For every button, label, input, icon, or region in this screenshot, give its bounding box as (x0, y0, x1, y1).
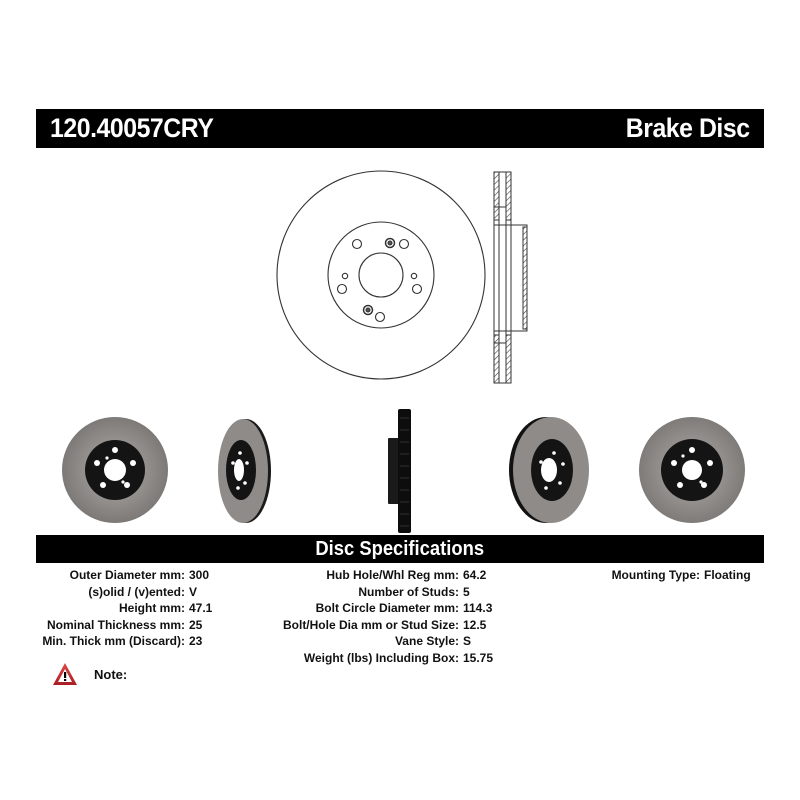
brake-disc-photo-front-icon (62, 417, 168, 523)
spec-label: Weight (lbs) Including Box: (303, 650, 459, 665)
spec-value: S (463, 634, 472, 649)
spec-row-vane-style: Vane Style: S (270, 633, 493, 650)
part-number: 120.40057CRY (50, 113, 214, 143)
spec-value: 25 (189, 617, 203, 632)
brake-disc-photo-side-icon (388, 409, 411, 533)
spec-label: Mounting Type: (611, 568, 700, 583)
spec-value: Floating (704, 568, 751, 583)
spec-row-min-thickness: Min. Thick mm (Discard): 23 (30, 633, 212, 650)
spec-row-bolt-circle: Bolt Circle Diameter mm: 114.3 (270, 600, 493, 617)
spec-value: 64.2 (463, 568, 487, 583)
spec-row-bolt-hole-dia: Bolt/Hole Dia mm or Stud Size: 12.5 (270, 617, 493, 634)
note-section: Note: (52, 662, 127, 686)
brake-disc-photo-angled-left-icon (218, 419, 271, 523)
spec-row-weight: Weight (lbs) Including Box: 15.75 (270, 650, 493, 667)
spec-column-3: Mounting Type: Floating (530, 567, 751, 584)
spec-value: 12.5 (463, 617, 487, 632)
spec-value: 15.75 (463, 650, 494, 665)
warning-icon (53, 663, 77, 685)
spec-column-2: Hub Hole/Whl Reg mm: 64.2 Number of Stud… (270, 567, 493, 666)
spec-value: 5 (463, 584, 470, 599)
spec-value: V (189, 584, 198, 599)
spec-row-height: Height mm: 47.1 (30, 600, 212, 617)
spec-row-mounting-type: Mounting Type: Floating (530, 567, 751, 584)
spec-row-nominal-thickness: Nominal Thickness mm: 25 (30, 617, 212, 634)
brake-disc-diagram (276, 170, 528, 384)
title-bar: 120.40057CRY Brake Disc (36, 109, 764, 148)
spec-label: Bolt Circle Diameter mm: (315, 601, 459, 616)
spec-label: Hub Hole/Whl Reg mm: (326, 568, 459, 583)
spec-title: Disc Specifications (315, 537, 485, 560)
spec-label: Height mm: (119, 601, 185, 616)
spec-row-hub-hole: Hub Hole/Whl Reg mm: 64.2 (270, 567, 493, 584)
spec-column-1: Outer Diameter mm: 300 (s)olid / (v)ente… (30, 567, 212, 650)
spec-row-number-of-studs: Number of Studs: 5 (270, 584, 493, 601)
spec-label: Outer Diameter mm: (69, 568, 185, 583)
spec-label: Min. Thick mm (Discard): (42, 634, 185, 649)
spec-value: 47.1 (189, 601, 213, 616)
brake-disc-cross-section-icon (493, 171, 528, 384)
spec-label: Vane Style: (394, 634, 459, 649)
spec-row-solid-vented: (s)olid / (v)ented: V (30, 584, 212, 601)
spec-value: 300 (189, 568, 210, 583)
brake-disc-photo-back-icon (639, 417, 745, 523)
note-label: Note: (94, 666, 128, 682)
spec-value: 23 (189, 634, 203, 649)
spec-row-outer-diameter: Outer Diameter mm: 300 (30, 567, 212, 584)
spec-label: Nominal Thickness mm: (46, 617, 185, 632)
spec-label: (s)olid / (v)ented: (88, 584, 185, 599)
spec-value: 114.3 (463, 601, 493, 616)
brake-disc-photo-angled-right-icon (509, 417, 589, 523)
product-type: Brake Disc (626, 113, 750, 143)
brake-disc-line-drawing-icon (276, 170, 486, 380)
spec-label: Bolt/Hole Dia mm or Stud Size: (282, 617, 459, 632)
spec-label: Number of Studs: (358, 584, 459, 599)
spec-header-bar: Disc Specifications (36, 535, 764, 563)
